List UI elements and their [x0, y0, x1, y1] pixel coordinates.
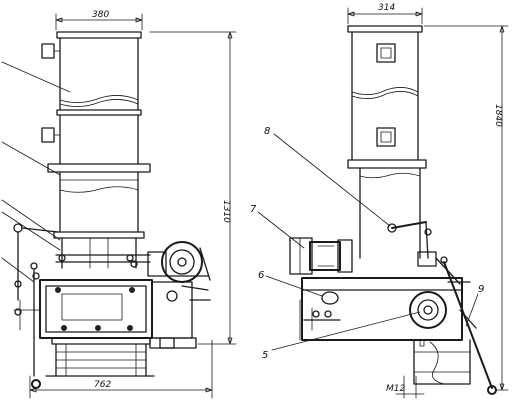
middle-side-box	[41, 127, 55, 143]
callout-6: 6	[258, 270, 264, 281]
right-column	[347, 25, 427, 259]
base-frame	[45, 337, 175, 377]
right-bottom-dimension: M12	[386, 375, 425, 399]
right-motor	[289, 237, 353, 275]
top-side-box	[41, 43, 55, 59]
left-base-dimension: 762	[29, 339, 213, 399]
upper-inspection-window	[376, 43, 396, 63]
lower-inspection-window	[376, 127, 396, 147]
outlet-chute	[413, 339, 471, 385]
lower-column-section	[53, 171, 151, 269]
left-height-dimension: 1310	[149, 31, 237, 345]
callout-labels: 8 7 6 5 9	[250, 126, 484, 361]
left-base-width-label: 762	[94, 380, 111, 390]
right-top-width-label: 314	[378, 3, 395, 13]
left-height-label: 1310	[221, 200, 231, 223]
left-top-width-label: 380	[92, 10, 109, 20]
right-top-dimension: 314	[347, 3, 423, 25]
right-height-label: 1840	[493, 104, 503, 127]
left-top-dimension: 380	[55, 10, 143, 31]
right-height-dimension: 1840	[423, 25, 509, 391]
upper-column-section	[41, 31, 151, 173]
left-leader-lines	[1, 61, 71, 283]
callout-5: 5	[262, 350, 268, 361]
right-lever	[387, 221, 448, 264]
callout-7: 7	[250, 204, 257, 215]
right-bottom-offset-label: M12	[386, 384, 405, 394]
callout-leaders	[257, 133, 479, 351]
callout-8: 8	[264, 126, 270, 137]
control-rod	[443, 261, 497, 395]
right-elevation-view: 314	[250, 3, 509, 399]
callout-9: 9	[478, 284, 484, 295]
right-lower-body	[299, 251, 463, 341]
drive-pulley	[147, 241, 211, 283]
left-elevation-view: 380	[1, 10, 237, 399]
left-side-rods	[13, 223, 59, 389]
